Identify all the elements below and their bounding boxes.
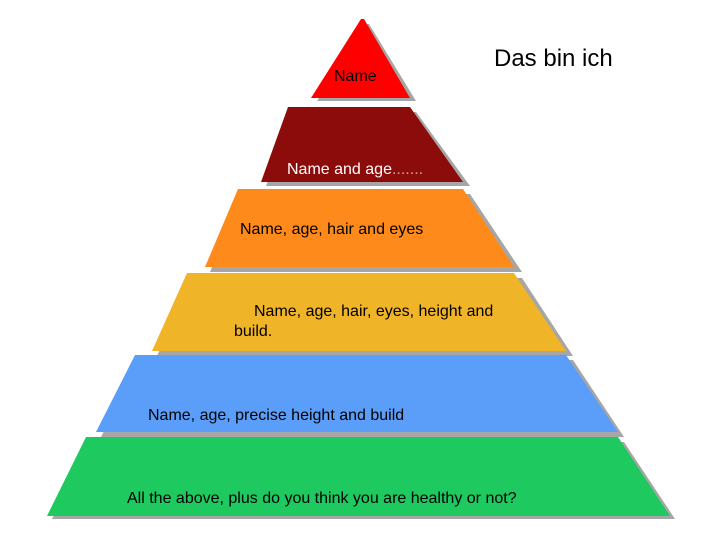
level-3-label: Name, age, hair and eyes (240, 221, 424, 238)
level-4-fill (152, 273, 566, 351)
level-2-label: Name and age....... (287, 161, 423, 179)
level-6-fill (47, 437, 670, 516)
level-5-label: Name, age, precise height and build (148, 407, 405, 424)
level-4-label-line2: build. (234, 323, 273, 340)
level-2-label-suffix: ....... (391, 161, 424, 178)
level-3-fill (205, 189, 514, 267)
level-1-fill (311, 19, 410, 98)
level-2-fill (261, 107, 463, 182)
level-5-fill (96, 355, 618, 432)
level-6-label: All the above, plus do you think you are… (127, 490, 517, 507)
level-1-label: Name (334, 68, 377, 85)
diagram-title: Das bin ich (494, 45, 613, 72)
level-4-label-line1: Name, age, hair, eyes, height and (254, 303, 494, 320)
level-2-label-text: Name and age (287, 161, 392, 178)
